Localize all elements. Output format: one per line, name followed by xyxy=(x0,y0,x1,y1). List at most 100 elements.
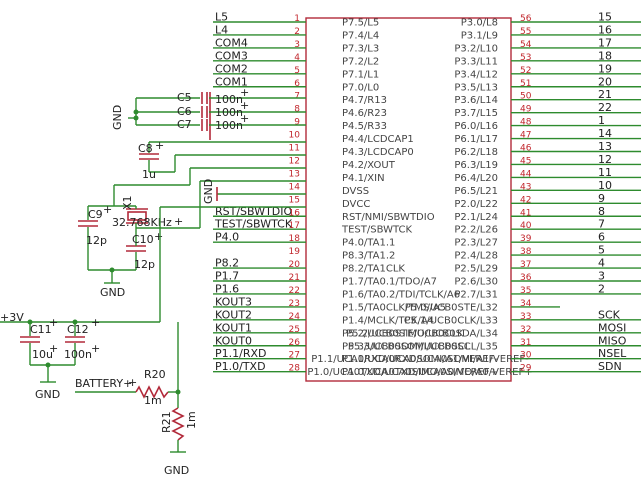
pin-name: P6.1/L17 xyxy=(454,134,498,145)
net-label: COM4 xyxy=(215,36,248,49)
net-label: 17 xyxy=(598,36,612,49)
pin-name: P1.1/UCA0RXD/UCA0SOMI/A1/VEREF- xyxy=(342,354,529,365)
crystal-body xyxy=(127,211,147,221)
pin-number: 50 xyxy=(520,92,532,102)
pin-name: P7.5/L5 xyxy=(342,18,379,29)
pin-number: 56 xyxy=(520,14,532,24)
c5-plus: + xyxy=(240,86,249,99)
pin-number: 12 xyxy=(289,156,300,166)
pin-name: P3.1/L9 xyxy=(461,30,498,41)
net-label: 15 xyxy=(598,11,612,24)
plus3v-label: +3V xyxy=(0,311,24,324)
pin-name: TEST/SBWTCK xyxy=(341,225,412,236)
c10-value: 12p xyxy=(134,258,155,271)
pin-number: 49 xyxy=(520,105,532,115)
net-label: P1.0/TXD xyxy=(215,360,266,373)
pin-number: 28 xyxy=(289,364,301,374)
pin-name: P4.6/R23 xyxy=(342,108,387,119)
net-label: 19 xyxy=(598,62,612,75)
net-label: COM3 xyxy=(215,49,248,62)
net-label: 14 xyxy=(598,127,612,140)
pin-name: P6.3/L19 xyxy=(454,160,498,171)
x1-ref: X1 xyxy=(121,195,134,210)
pin-name: P2.0/L22 xyxy=(454,199,498,210)
pin-name: P1.0/UCA0TXD/UCA0SIMO/A0/VEREF+ xyxy=(342,367,533,378)
c8-ref: C8 xyxy=(138,142,153,155)
c12-value: 100n xyxy=(64,348,92,361)
pin-name: P3.6/L14 xyxy=(454,95,498,106)
c8-plus: + xyxy=(155,139,164,152)
pin-number: 9 xyxy=(294,118,300,128)
pin-number: 10 xyxy=(289,131,301,141)
net-label: 13 xyxy=(598,140,612,153)
pin-name: P2.6/L30 xyxy=(454,277,498,288)
pin-number: 47 xyxy=(520,131,531,141)
pin-number: 44 xyxy=(520,169,532,179)
net-label: SDN xyxy=(598,360,622,373)
net-label: P4.0 xyxy=(215,231,239,244)
pin-number: 11 xyxy=(289,144,300,154)
pin-name: P1.1/UCA0RXD/UCA0SOMI/A1/VEREF- xyxy=(311,354,498,365)
pin-name: P2.4/L28 xyxy=(454,251,498,262)
net-label: SCK xyxy=(598,308,621,321)
pin-number: 40 xyxy=(520,221,532,231)
pin-number: 16 xyxy=(289,208,301,218)
gnd-label-c5: GND xyxy=(111,105,124,130)
pin-number: 55 xyxy=(520,27,531,37)
pin-number: 1 xyxy=(294,14,300,24)
pin-name: P4.0/TA1.1 xyxy=(342,238,395,249)
pin-name: P8.2/TA1CLK xyxy=(342,264,405,275)
c6-plus: + xyxy=(240,99,249,112)
pin-number: 51 xyxy=(520,79,531,89)
net-label: P1.6 xyxy=(215,282,239,295)
pin-number: 45 xyxy=(520,156,531,166)
pin-name: P6.5/L21 xyxy=(454,186,498,197)
gnd-label-decap: GND xyxy=(35,388,60,401)
pin-number: 52 xyxy=(520,66,531,76)
gnd-label-dvss: GND xyxy=(202,179,215,204)
battery-divider-group: BATTERY+ GND R20 1m R21 1m + xyxy=(75,322,198,477)
r21-value: 1m xyxy=(185,411,198,429)
c12-plus-b: + xyxy=(91,342,100,355)
pin-number: 29 xyxy=(520,364,532,374)
pin-name: P6.0/L16 xyxy=(454,121,498,132)
c12-ref: C12 xyxy=(67,323,89,336)
pin-number: 14 xyxy=(289,182,301,192)
r21-ref: R21 xyxy=(160,411,173,433)
pin-name: P3.0/L8 xyxy=(461,18,498,29)
pin-name: P1.7/TA0.1/TDO/A7 xyxy=(342,277,437,288)
net-label: 1 xyxy=(598,114,605,127)
pin-name: P2.3/L27 xyxy=(454,238,498,249)
pin-number: 20 xyxy=(289,260,301,270)
pin-name: P7.2/L2 xyxy=(342,56,379,67)
pin-number: 6 xyxy=(294,79,300,89)
pin-name: P7.1/L1 xyxy=(342,69,379,80)
pin-name: P4.7/R13 xyxy=(342,95,387,106)
c9-ref: C9 xyxy=(88,208,103,221)
net-label: 7 xyxy=(598,218,605,231)
